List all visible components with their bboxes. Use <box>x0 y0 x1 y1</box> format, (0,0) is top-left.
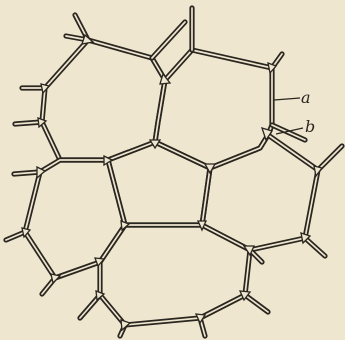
label-a: a <box>301 88 311 107</box>
cell-wall-upper-left <box>42 40 165 160</box>
cell-wall-bottom <box>100 225 250 325</box>
intercellular-spaces <box>22 35 322 330</box>
label-a-leader-line <box>274 98 300 100</box>
label-b: b <box>305 117 315 136</box>
cell-walls <box>6 8 342 336</box>
cell-wall-lower-left <box>25 160 125 278</box>
